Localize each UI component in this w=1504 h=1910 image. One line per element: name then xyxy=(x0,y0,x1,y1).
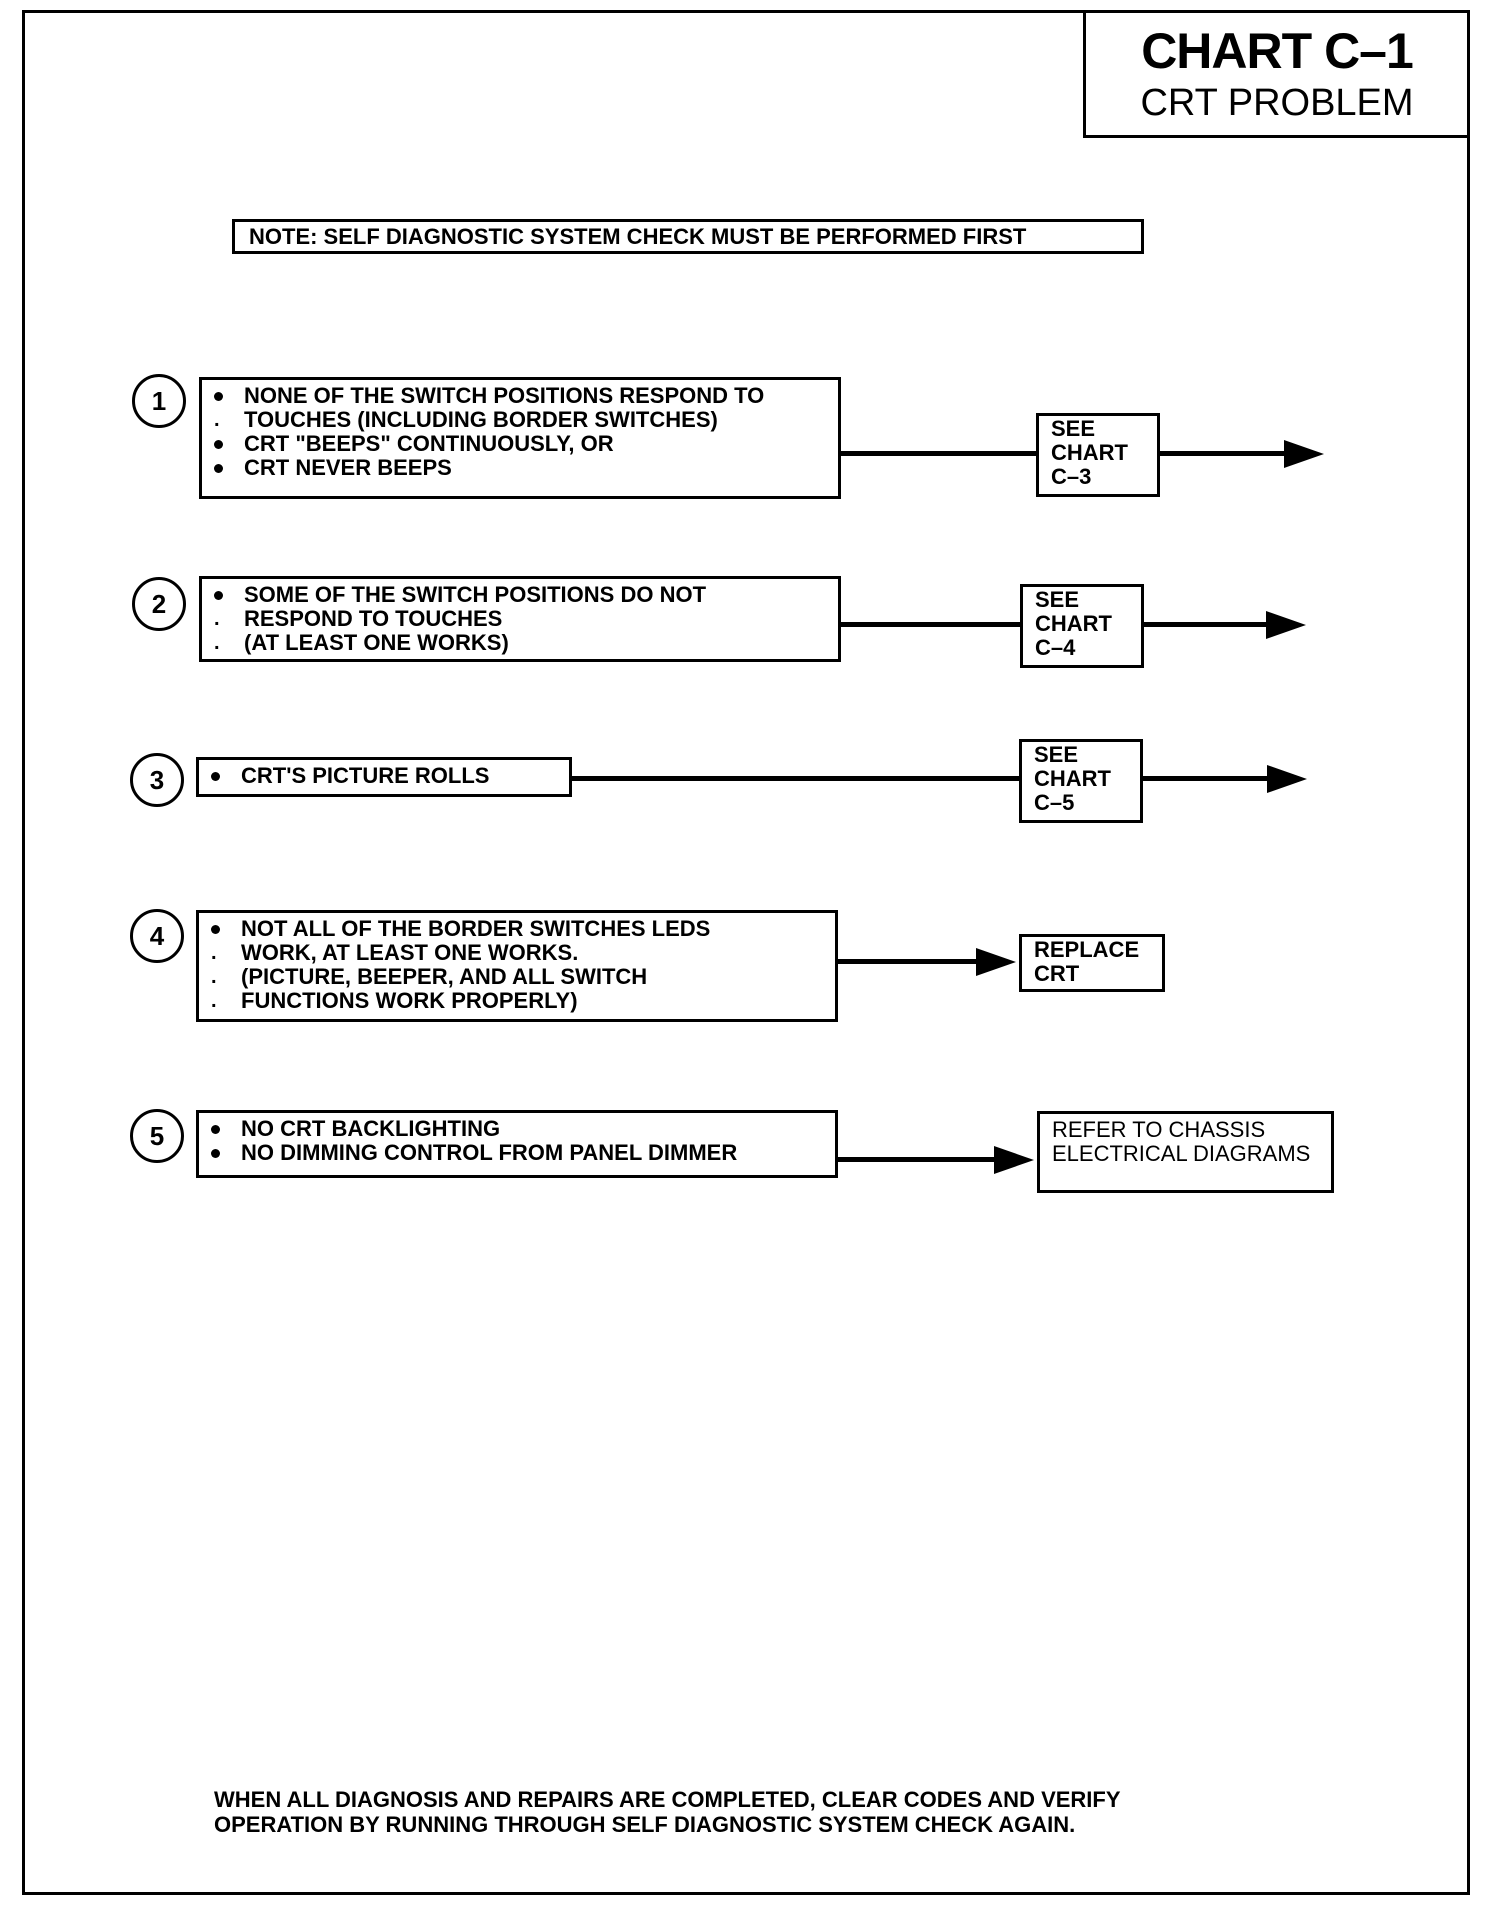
condition-line: CRT'S PICTURE ROLLS xyxy=(241,763,490,788)
footer-instruction: WHEN ALL DIAGNOSIS AND REPAIRS ARE COMPL… xyxy=(214,1787,1334,1837)
result-box-3: SEE CHART C–5 xyxy=(1019,739,1143,823)
line-mark: . xyxy=(211,990,217,1012)
arrow-head-4 xyxy=(976,948,1016,976)
line-mark: . xyxy=(214,409,220,431)
result-box-5: REFER TO CHASSIS ELECTRICAL DIAGRAMS xyxy=(1037,1111,1334,1193)
condition-box-4: NOT ALL OF THE BORDER SWITCHES LEDS . WOR… xyxy=(196,910,838,1022)
condition-line: TOUCHES (INCLUDING BORDER SWITCHES) xyxy=(244,407,718,432)
result-box-4: REPLACE CRT xyxy=(1019,934,1165,992)
result-box-2: SEE CHART C–4 xyxy=(1020,584,1144,668)
condition-line: (PICTURE, BEEPER, AND ALL SWITCH xyxy=(241,964,648,989)
arrow-shaft-1 xyxy=(1160,451,1286,456)
connector-line-2 xyxy=(841,622,1022,627)
condition-box-5: NO CRT BACKLIGHTING NO DIMMING CONTROL F… xyxy=(196,1110,838,1178)
step-number-2: 2 xyxy=(132,577,186,631)
condition-box-1: NONE OF THE SWITCH POSITIONS RESPOND TO … xyxy=(199,377,841,499)
bullet-icon xyxy=(214,456,244,480)
condition-line: CRT "BEEPS" CONTINUOUSLY, OR xyxy=(244,431,614,456)
chart-title: CHART C–1 xyxy=(1141,23,1414,79)
condition-line: NONE OF THE SWITCH POSITIONS RESPOND TO xyxy=(244,383,765,408)
bullet-icon xyxy=(214,583,244,607)
condition-line: NO DIMMING CONTROL FROM PANEL DIMMER xyxy=(241,1140,738,1165)
arrow-head-1 xyxy=(1284,440,1324,468)
footer-line-2: OPERATION BY RUNNING THROUGH SELF DIAGNO… xyxy=(214,1812,1076,1837)
step-number-5: 5 xyxy=(130,1109,184,1163)
note-box: NOTE: SELF DIAGNOSTIC SYSTEM CHECK MUST … xyxy=(232,219,1144,254)
line-mark: . xyxy=(214,608,220,630)
condition-line: RESPOND TO TOUCHES xyxy=(244,606,503,631)
footer-line-1: WHEN ALL DIAGNOSIS AND REPAIRS ARE COMPL… xyxy=(214,1787,1121,1812)
condition-line: WORK, AT LEAST ONE WORKS. xyxy=(241,940,579,965)
arrow-shaft-3 xyxy=(1143,776,1269,781)
line-mark: . xyxy=(211,942,217,964)
condition-box-3: CRT'S PICTURE ROLLS xyxy=(196,757,572,797)
arrow-head-3 xyxy=(1267,765,1307,793)
bullet-icon xyxy=(211,1141,241,1165)
bullet-icon xyxy=(211,764,241,788)
bullet-icon xyxy=(214,432,244,456)
arrow-head-2 xyxy=(1266,611,1306,639)
connector-line-1 xyxy=(841,451,1039,456)
line-mark: . xyxy=(214,632,220,654)
connector-line-5 xyxy=(838,1157,996,1162)
step-number-1: 1 xyxy=(132,374,186,428)
condition-line: FUNCTIONS WORK PROPERLY) xyxy=(241,988,578,1013)
chart-title-box: CHART C–1 CRT PROBLEM xyxy=(1083,10,1468,138)
connector-line-3 xyxy=(572,776,1021,781)
arrow-head-5 xyxy=(994,1146,1034,1174)
condition-line: SOME OF THE SWITCH POSITIONS DO NOT xyxy=(244,582,707,607)
chart-subtitle: CRT PROBLEM xyxy=(1140,82,1414,124)
arrow-shaft-2 xyxy=(1144,622,1268,627)
line-mark: . xyxy=(211,966,217,988)
condition-line: CRT NEVER BEEPS xyxy=(244,455,452,480)
condition-box-2: SOME OF THE SWITCH POSITIONS DO NOT . RES… xyxy=(199,576,841,662)
result-box-1: SEE CHART C–3 xyxy=(1036,413,1160,497)
bullet-icon xyxy=(214,384,244,408)
step-number-4: 4 xyxy=(130,909,184,963)
connector-line-4 xyxy=(838,959,978,964)
condition-line: (AT LEAST ONE WORKS) xyxy=(244,630,509,655)
bullet-icon xyxy=(211,917,241,941)
condition-line: NOT ALL OF THE BORDER SWITCHES LEDS xyxy=(241,916,711,941)
condition-line: NO CRT BACKLIGHTING xyxy=(241,1116,501,1141)
step-number-3: 3 xyxy=(130,753,184,807)
page-frame xyxy=(22,10,1470,1895)
bullet-icon xyxy=(211,1117,241,1141)
